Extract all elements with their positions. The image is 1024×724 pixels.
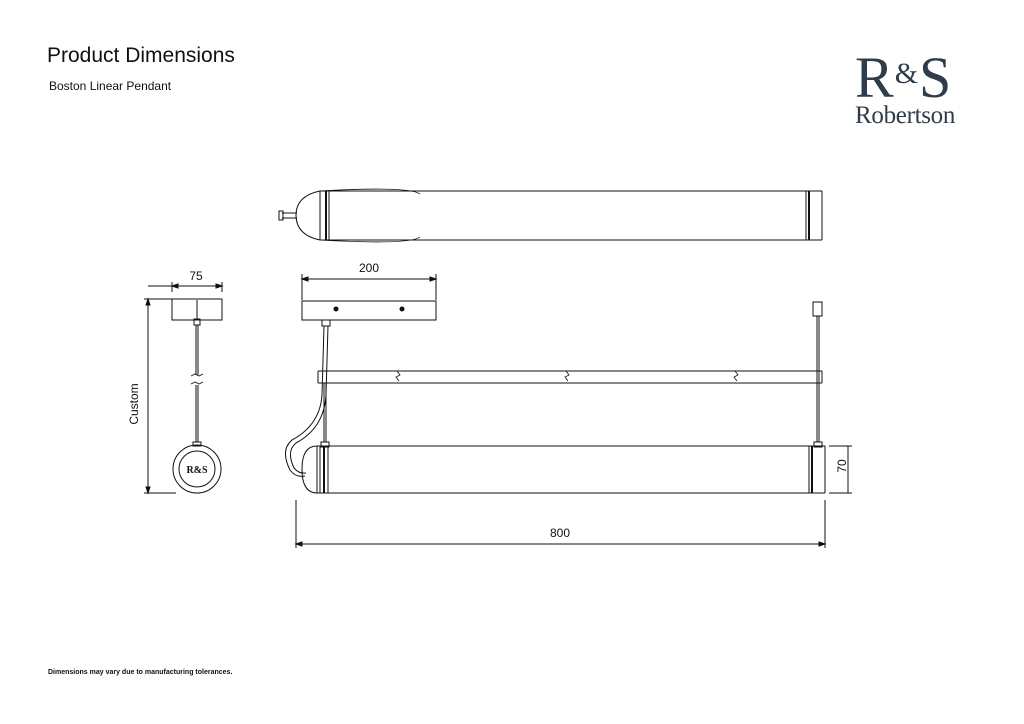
tube-height-label: 70 [835, 459, 849, 473]
canopy-length-label: 200 [359, 261, 379, 275]
end-badge: R&S [186, 465, 208, 476]
logo-wordmark: Robertson [855, 102, 956, 129]
brand-logo: R&S Robertson [855, 45, 985, 129]
front-view [285, 274, 852, 548]
overall-length-label: 800 [550, 526, 570, 540]
canopy-width-label: 75 [189, 269, 203, 283]
top-view [278, 188, 823, 243]
end-view [144, 282, 224, 495]
drop-label: Custom [127, 383, 141, 424]
product-name: Boston Linear Pendant [49, 79, 172, 93]
page-title: Product Dimensions [47, 44, 235, 67]
logo-monogram: R&S [855, 45, 953, 110]
disclaimer-note: Dimensions may vary due to manufacturing… [48, 669, 233, 676]
